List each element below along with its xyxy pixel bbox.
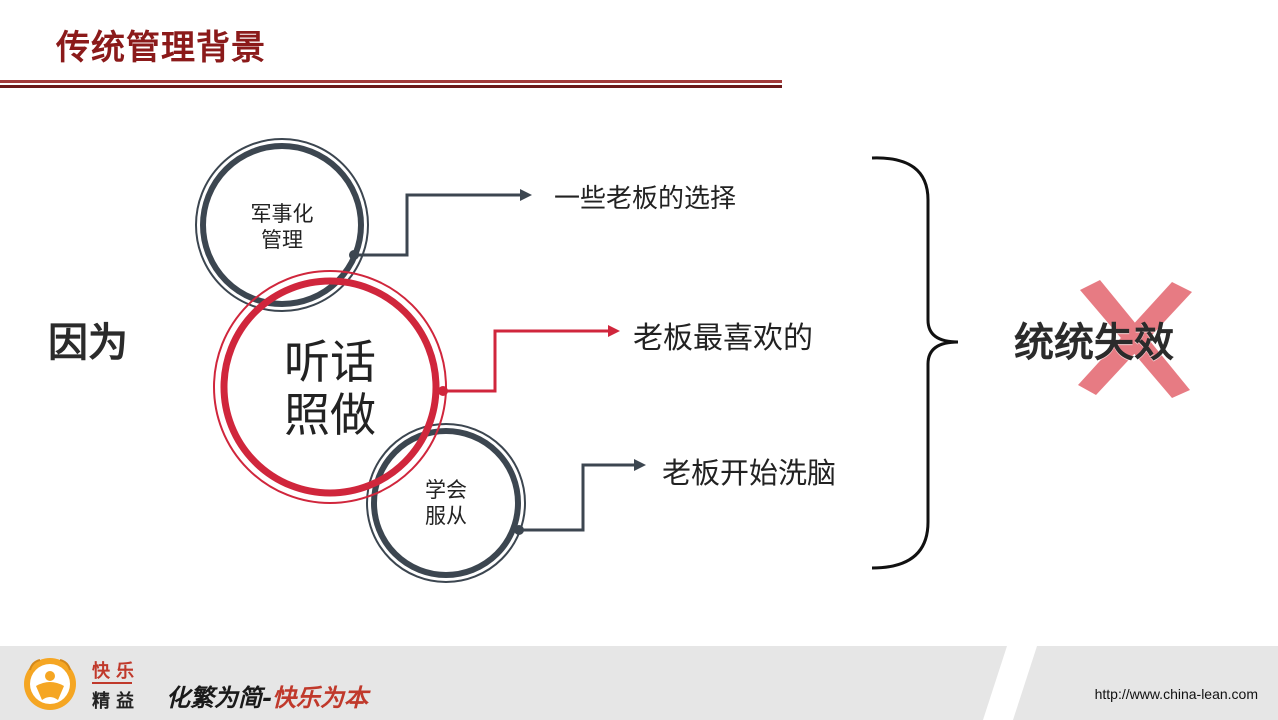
title-divider xyxy=(0,80,782,83)
logo-text-top: 快乐 xyxy=(92,661,140,682)
logo-text-bottom: 精益 xyxy=(92,691,140,712)
circle-center-ring xyxy=(220,277,440,497)
circle-top-ring xyxy=(200,143,364,307)
website-link[interactable]: http://www.china-lean.com xyxy=(1094,686,1258,702)
page-title: 传统管理背景 xyxy=(56,28,266,68)
connector-bottom xyxy=(514,459,646,535)
footer-bar xyxy=(0,646,1278,720)
branch-bottom-text: 老板开始洗脑 xyxy=(662,456,837,490)
title-divider-shadow xyxy=(0,85,782,88)
slogan-part1: 化繁为简- xyxy=(166,683,272,712)
slogan-part2: 快乐为本 xyxy=(271,683,368,712)
slogan: 化繁为简-快乐为本 xyxy=(166,678,368,713)
circle-bottom-ring xyxy=(371,428,521,578)
circle-bottom-label: 学会 服从 xyxy=(396,477,496,530)
circle-bottom-outer-ring xyxy=(366,423,526,583)
branch-top-text: 一些老板的选择 xyxy=(554,184,737,214)
connector-middle xyxy=(438,325,620,396)
circle-center-line1: 听话 xyxy=(284,335,376,389)
circle-top-line2: 管理 xyxy=(261,228,303,253)
branch-middle-text: 老板最喜欢的 xyxy=(633,321,813,356)
cross-icon xyxy=(1078,280,1192,398)
cause-label: 因为 xyxy=(48,320,128,366)
footer-divider xyxy=(982,646,1038,720)
circle-bottom-line2: 服从 xyxy=(425,504,467,529)
circle-top-line1: 军事化 xyxy=(250,202,314,226)
right-brace xyxy=(871,156,959,570)
circle-top-label: 军事化 管理 xyxy=(232,201,332,254)
result-text: 统统失效 xyxy=(1014,320,1174,366)
circle-center-line2: 照做 xyxy=(284,387,376,442)
company-logo-icon xyxy=(24,658,76,710)
circle-center-label: 听话 照做 xyxy=(260,336,400,442)
connector-top xyxy=(349,189,532,260)
circle-bottom-line1: 学会 xyxy=(425,478,467,502)
circle-top-outer-ring xyxy=(195,138,369,312)
logo-divider xyxy=(92,682,132,684)
